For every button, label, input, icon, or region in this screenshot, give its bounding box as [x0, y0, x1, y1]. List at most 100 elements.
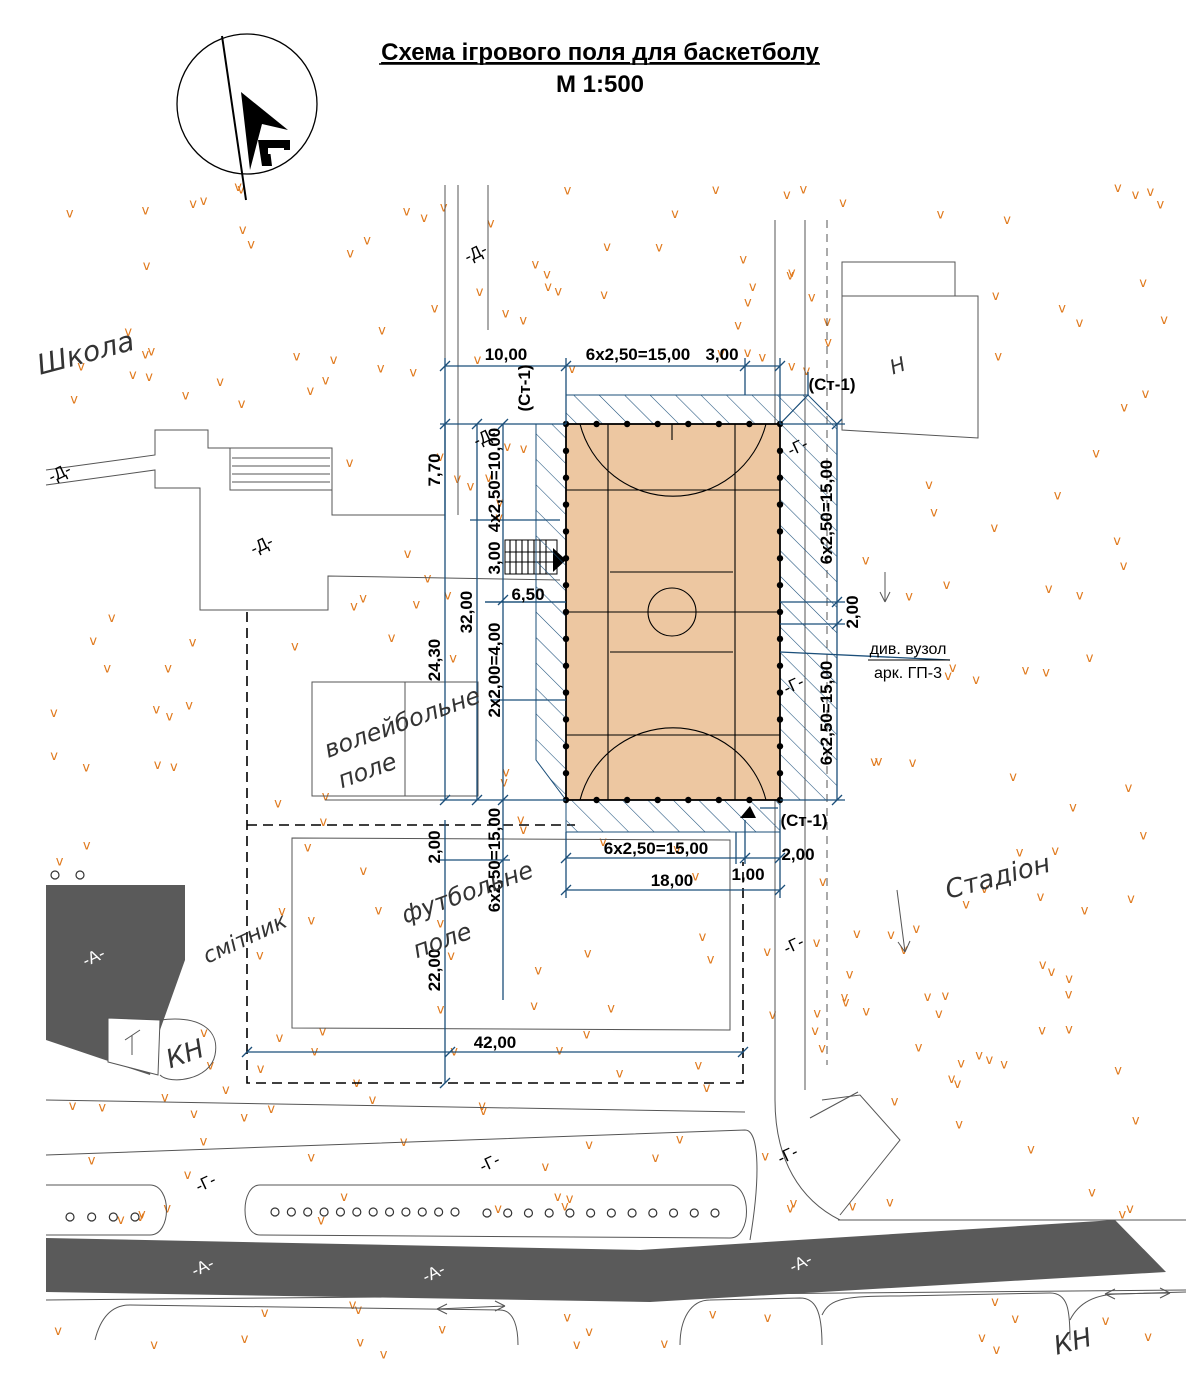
- grass-mark: v: [813, 936, 821, 951]
- grass-mark: v: [849, 1199, 857, 1214]
- grass-mark: v: [98, 1100, 106, 1115]
- grass-mark: v: [599, 835, 607, 850]
- grass-mark: v: [818, 1042, 826, 1057]
- grass-mark: v: [308, 914, 316, 929]
- street-light: [87, 1212, 97, 1222]
- grass-mark: v: [717, 347, 725, 362]
- grass-mark: v: [699, 930, 707, 945]
- grass-mark: v: [161, 1091, 169, 1106]
- fence-post: [776, 555, 784, 562]
- grass-mark: v: [1086, 651, 1094, 666]
- grass-mark: v: [437, 1002, 445, 1017]
- grass-mark: v: [692, 870, 700, 885]
- court-safety-zone: [535, 394, 838, 833]
- street-light: [270, 1207, 280, 1217]
- dim-bottom-100: 1,00: [731, 865, 764, 884]
- grass-mark: v: [905, 590, 913, 605]
- grass-mark: v: [138, 1207, 146, 1222]
- grass-mark: v: [1076, 589, 1084, 604]
- plan-scale: М 1:500: [556, 71, 644, 98]
- fence-post: [776, 608, 784, 616]
- grass-mark: v: [886, 1196, 894, 1211]
- grass-mark: v: [1088, 1186, 1096, 1201]
- fence-post: [562, 447, 570, 455]
- grass-mark: v: [786, 269, 794, 284]
- grass-mark: v: [544, 280, 552, 295]
- grass-mark: v: [875, 755, 883, 770]
- grass-mark: v: [846, 968, 854, 983]
- grass-mark: v: [992, 289, 1000, 304]
- grass-mark: v: [972, 673, 980, 688]
- grass-mark: v: [1069, 801, 1077, 816]
- fence-post: [776, 474, 784, 481]
- grass-mark: v: [955, 1117, 963, 1132]
- grass-mark: v: [145, 370, 153, 385]
- grass-mark: v: [887, 928, 895, 943]
- grass-mark: v: [1065, 972, 1073, 987]
- grass-mark: v: [991, 1295, 999, 1310]
- site-boundary: [246, 612, 744, 1084]
- grass-mark: v: [930, 506, 938, 521]
- fence-post: [776, 447, 784, 455]
- grass-mark: v: [803, 364, 811, 379]
- grass-mark: v: [189, 636, 197, 651]
- fence-post: [654, 420, 661, 428]
- grass-mark: v: [388, 631, 396, 646]
- grass-mark: v: [981, 882, 989, 897]
- grass-mark: v: [915, 1041, 923, 1056]
- grass-mark: v: [744, 295, 752, 310]
- grass-mark: v: [942, 989, 950, 1004]
- dim-right-200: 2,00: [843, 595, 862, 628]
- grass-mark: v: [317, 1213, 325, 1228]
- fence-post: [776, 716, 784, 723]
- grass-mark: v: [671, 207, 679, 222]
- grass-mark: v: [148, 345, 156, 360]
- grass-mark: v: [103, 661, 111, 676]
- grass-mark: v: [676, 1132, 684, 1147]
- grass-mark: v: [143, 259, 151, 274]
- grass-mark: v: [673, 843, 681, 858]
- grass-mark: v: [330, 353, 338, 368]
- grass-mark: v: [182, 389, 190, 404]
- grass-mark: v: [1114, 1064, 1122, 1079]
- grass-mark: v: [573, 1338, 581, 1353]
- grass-mark: v: [346, 247, 354, 262]
- volleyball-label-1: волейбольне: [320, 681, 484, 763]
- street-light: [384, 1207, 395, 1217]
- grass-mark: v: [839, 196, 847, 211]
- grass-mark: v: [89, 634, 97, 649]
- grass-mark: v: [712, 183, 720, 198]
- grass-mark: v: [891, 1094, 899, 1109]
- grass-mark: v: [808, 291, 816, 306]
- grass-mark: v: [478, 1099, 486, 1114]
- grass-mark: v: [320, 815, 328, 830]
- grass-mark: v: [1027, 1143, 1035, 1158]
- grass-mark: v: [841, 990, 849, 1005]
- grass-mark: v: [190, 1107, 198, 1122]
- dimension-labels: 10,00 6х2,50=15,00 3,00 7,70 4х2,50=10,0…: [425, 345, 946, 1052]
- street-light: [335, 1207, 346, 1217]
- grass-mark: v: [349, 1298, 357, 1313]
- grass-mark: v: [1081, 904, 1089, 919]
- grass-mark: v: [783, 188, 791, 203]
- fence-post: [562, 555, 570, 562]
- grass-mark: v: [707, 952, 715, 967]
- network-d-1: -Д-: [461, 240, 490, 267]
- grass-mark: v: [1157, 197, 1165, 212]
- fence-post: [746, 796, 753, 804]
- fence-post: [776, 528, 784, 535]
- grass-mark: v: [359, 592, 367, 607]
- grass-mark: v: [200, 194, 208, 209]
- grass-mark: v: [276, 1031, 284, 1046]
- street-lights: [50, 870, 720, 1222]
- network-g-4: -Г-: [774, 1142, 801, 1168]
- grass-mark: v: [438, 1323, 446, 1338]
- grass-mark: v: [267, 1102, 275, 1117]
- grass-mark: v: [695, 1059, 703, 1074]
- dim-left-770: 7,70: [425, 453, 444, 486]
- grass-mark: v: [403, 204, 411, 219]
- street-light: [523, 1208, 534, 1218]
- fence-post: [562, 769, 570, 777]
- grass-mark: v: [542, 1160, 550, 1175]
